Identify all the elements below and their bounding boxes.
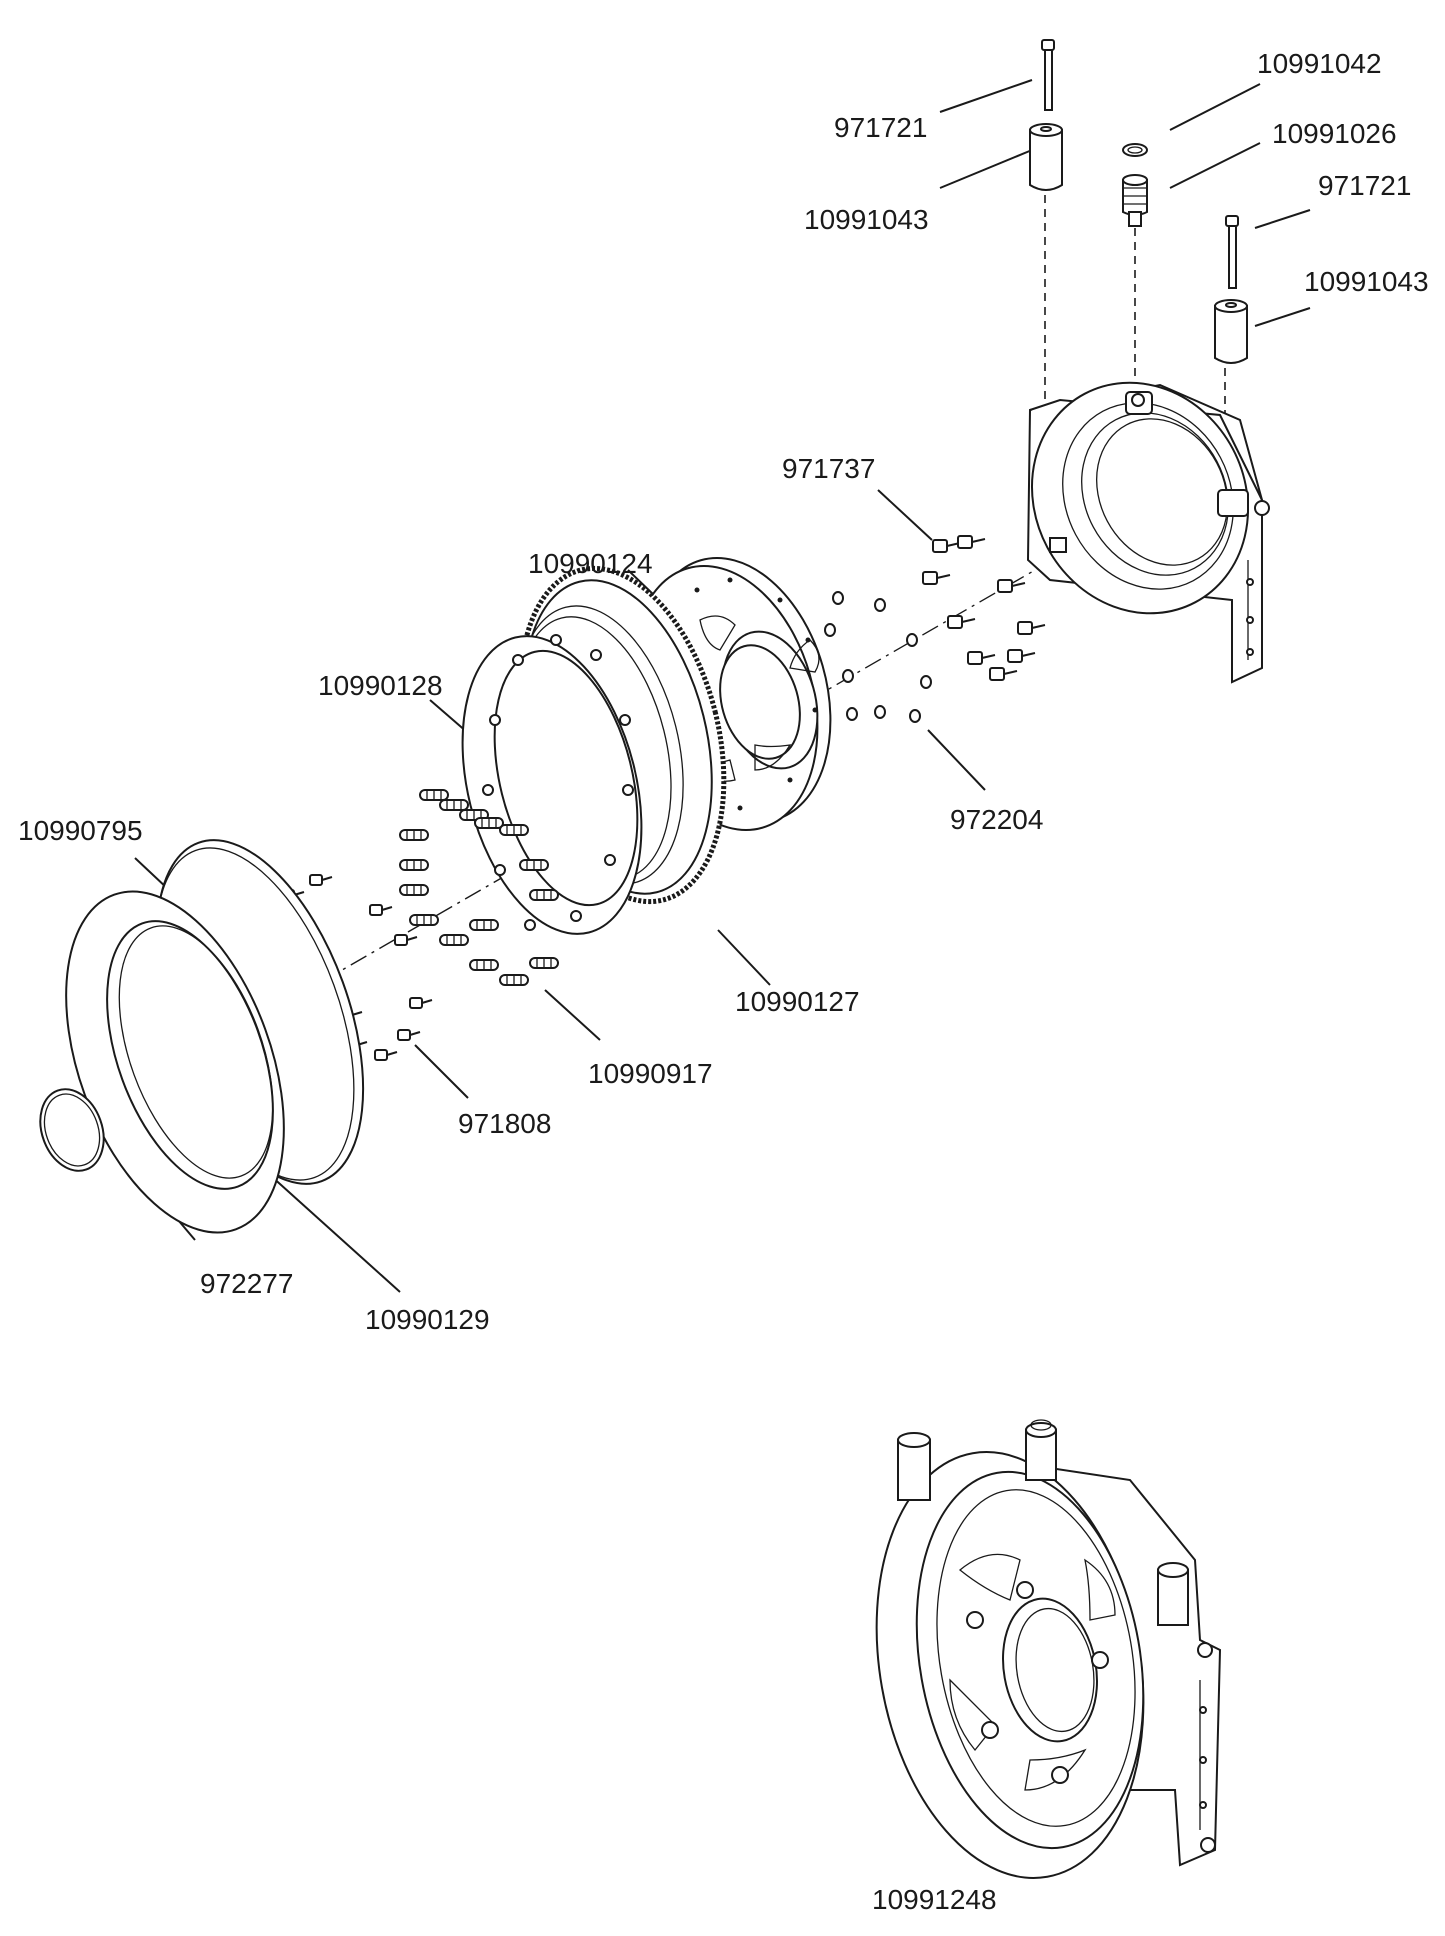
cap-screws	[922, 535, 1046, 681]
label-top-sleeve-left: 10991043	[804, 204, 929, 235]
label-assembled-unit: 10991248	[872, 1884, 997, 1915]
top-fasteners	[1029, 39, 1248, 364]
label-rotor-plate: 10990124	[528, 548, 653, 579]
label-springs: 10990917	[588, 1058, 713, 1089]
label-cover-plate: 10990129	[365, 1304, 490, 1335]
label-seal-gasket: 10990795	[18, 815, 143, 846]
label-washers: 972204	[950, 804, 1044, 835]
cover-plate	[65, 890, 285, 1234]
bearing-ring	[461, 634, 643, 935]
label-small-screws: 971808	[458, 1108, 552, 1139]
label-fitting: 10991026	[1272, 118, 1397, 149]
assembled-unit	[875, 1419, 1222, 1879]
label-ring-gear: 10990127	[735, 986, 860, 1017]
label-seal-ring-top: 10991042	[1257, 48, 1382, 79]
label-top-pin-left: 971721	[834, 112, 928, 143]
springs	[399, 789, 559, 986]
o-ring	[39, 1088, 105, 1172]
leader-lines	[134, 79, 1311, 1293]
label-top-sleeve-right: 10991043	[1304, 266, 1429, 297]
label-bearing-ring: 10990128	[318, 670, 443, 701]
washers	[824, 591, 932, 723]
label-top-pin-right: 971721	[1318, 170, 1412, 201]
label-cap-screws: 971737	[782, 453, 876, 484]
housing	[1026, 381, 1270, 684]
label-o-ring: 972277	[200, 1268, 294, 1299]
